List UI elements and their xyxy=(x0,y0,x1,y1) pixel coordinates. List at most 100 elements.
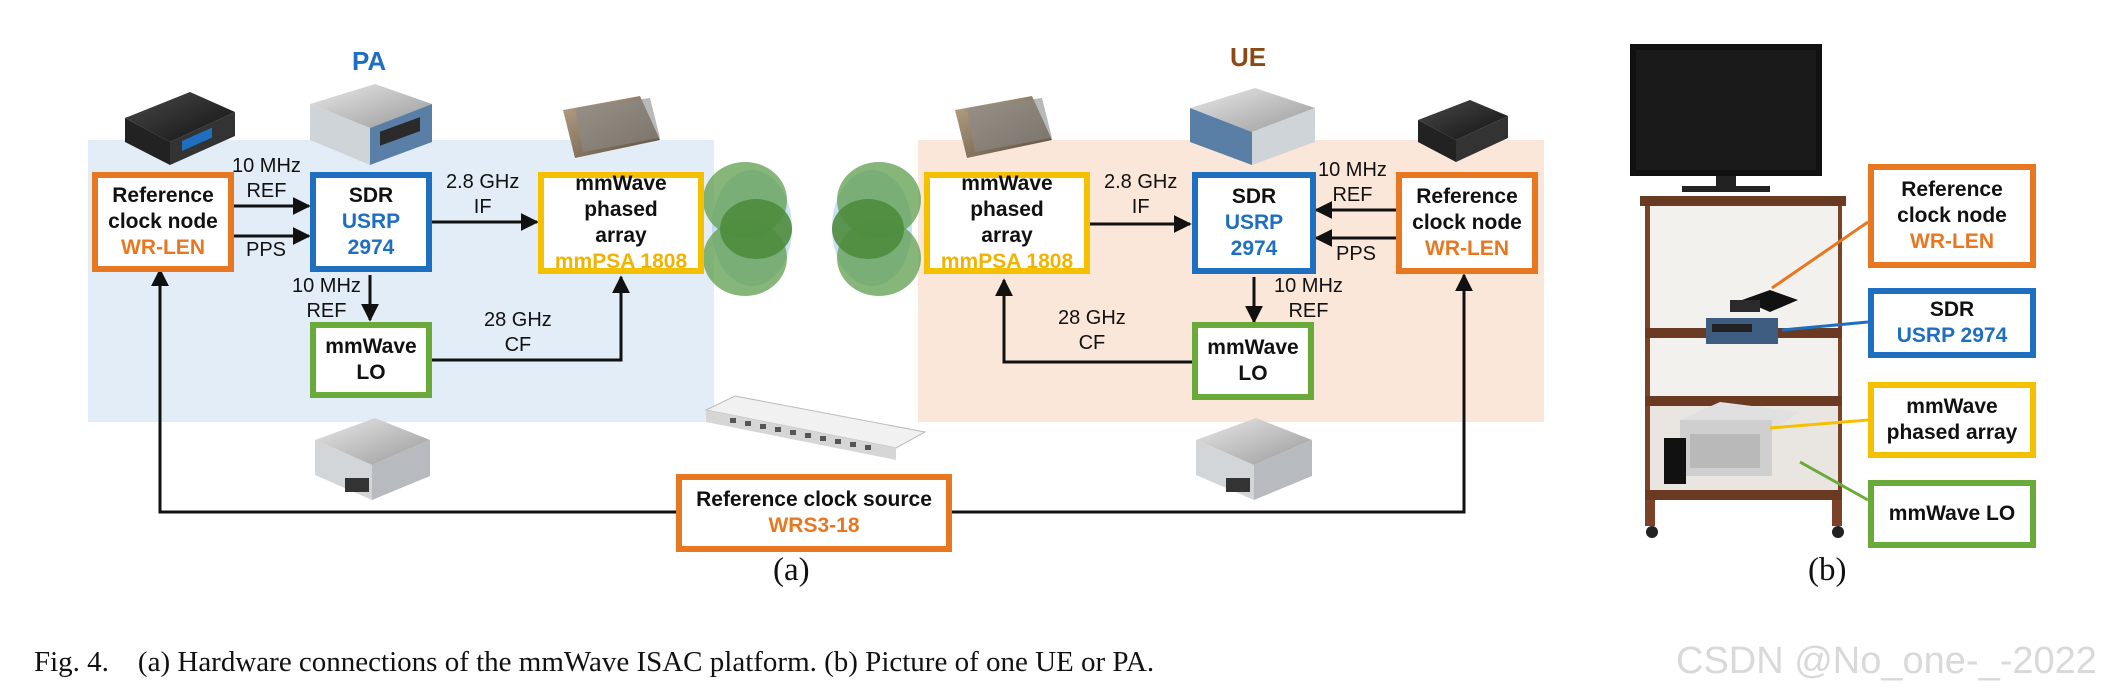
source-to-ue-arrow xyxy=(951,273,1473,514)
pa-if-label: 2.8 GHz IF xyxy=(446,170,519,220)
ue-ref-label: 10 MHz REF xyxy=(1318,158,1387,208)
beam-lobes-left xyxy=(703,162,792,296)
b-phased-line1: mmWave xyxy=(1906,395,1998,418)
pointer-ref-node xyxy=(1771,220,1869,290)
reference-clock-source: Reference clock source WRS3-18 xyxy=(676,474,952,552)
source-line1: Reference clock source xyxy=(696,488,932,511)
pa-lo-photo xyxy=(315,418,430,500)
pa-cf-label-line1: 28 GHz xyxy=(484,309,552,331)
pa-phased-photo xyxy=(563,96,660,158)
pa-title: PA xyxy=(352,46,387,76)
pa-ref-label: 10 MHz REF xyxy=(232,154,301,204)
pa-sdr-photo xyxy=(310,84,432,165)
pa-phased-array: mmWave phased array mmPSA 1808 xyxy=(538,172,704,274)
pa-connections xyxy=(232,197,630,362)
pa-mmwave-lo: mmWave LO xyxy=(310,322,432,398)
pa-lo-line1: mmWave xyxy=(325,335,417,358)
ue-phased-line2: phased xyxy=(970,198,1044,221)
ue-title: UE xyxy=(1230,42,1267,72)
b-reference-clock-node: Reference clock node WR-LEN xyxy=(1868,164,2036,268)
pa-lo-ref-label-line1: 10 MHz xyxy=(292,275,361,297)
ue-sdr-line1: SDR xyxy=(1231,185,1277,208)
b-sdr: SDR USRP 2974 xyxy=(1868,288,2036,358)
pointer-sdr xyxy=(1781,320,1869,332)
ue-connections xyxy=(995,201,1396,364)
ue-reference-clock-node: Reference clock node WR-LEN xyxy=(1396,172,1538,274)
pa-phased-line1: mmWave xyxy=(575,172,667,195)
pa-if-label-line1: 2.8 GHz xyxy=(446,171,520,193)
b-ref-node-line3: WR-LEN xyxy=(1910,230,1994,253)
ue-if-label: 2.8 GHz IF xyxy=(1104,170,1177,220)
wrs-switch-photo xyxy=(704,395,927,460)
pa-phased-line3: array xyxy=(595,224,647,247)
ue-phased-array: mmWave phased array mmPSA 1808 xyxy=(924,172,1090,274)
watermark: CSDN @No_one-_-2022 xyxy=(1676,640,2097,682)
panel-b-label: (b) xyxy=(1808,552,1847,588)
pa-cf-label-line2: CF xyxy=(504,334,532,356)
ue-ref-label-line1: 10 MHz xyxy=(1318,159,1387,181)
pa-sdr-line3: 2974 xyxy=(347,236,395,259)
pa-sdr-line1: SDR xyxy=(348,184,394,207)
source-connections xyxy=(151,268,1473,514)
pa-sdr: SDR USRP 2974 xyxy=(310,172,432,272)
panel-a-label: (a) xyxy=(773,552,810,588)
ue-ref-node-line2: clock node xyxy=(1412,211,1522,234)
pa-ref-node-line3: WR-LEN xyxy=(121,236,205,259)
ue-phased-line4: mmPSA 1808 xyxy=(940,250,1074,273)
ue-phased-photo xyxy=(955,96,1052,158)
ue-cf-label-line1: 28 GHz xyxy=(1058,307,1126,329)
b-phased-line2: phased array xyxy=(1886,421,2018,444)
pa-if-label-line2: IF xyxy=(473,196,492,218)
b-sdr-line2: USRP 2974 xyxy=(1896,324,2008,347)
pointer-lo xyxy=(1799,460,1869,502)
b-lo-line1: mmWave LO xyxy=(1888,502,2016,525)
ue-lo-photo xyxy=(1196,418,1312,500)
ue-lo-ref-label: 10 MHz REF xyxy=(1274,274,1343,324)
pa-ref-label-line2: REF xyxy=(246,180,287,202)
source-line2: WRS3-18 xyxy=(768,514,860,537)
b-ref-node-line2: clock node xyxy=(1897,204,2007,227)
ue-sdr-photo xyxy=(1190,88,1315,165)
pa-ref-node-line2: clock node xyxy=(108,210,218,233)
pa-reference-clock-node: Reference clock node WR-LEN xyxy=(92,172,234,272)
ue-ref-node-line1: Reference xyxy=(1416,185,1518,208)
pa-phased-line2: phased xyxy=(584,198,658,221)
ue-ref-label-line2: REF xyxy=(1332,184,1373,206)
ue-lo-ref-label-line1: 10 MHz xyxy=(1274,275,1343,297)
ue-ref-node-line3: WR-LEN xyxy=(1425,237,1509,260)
ue-if-label-line1: 2.8 GHz xyxy=(1104,171,1178,193)
pa-ref-label-line1: 10 MHz xyxy=(232,155,301,177)
beam-lobes-right xyxy=(832,162,921,296)
pa-sdr-line2: USRP xyxy=(341,210,401,233)
pa-phased-line4: mmPSA 1808 xyxy=(554,250,688,273)
ue-lo-ref-label-line2: REF xyxy=(1288,300,1329,322)
b-mmwave-lo: mmWave LO xyxy=(1868,480,2036,548)
ue-lo-line1: mmWave xyxy=(1207,336,1299,359)
ue-phased-line3: array xyxy=(981,224,1033,247)
ue-if-label-line2: IF xyxy=(1131,196,1150,218)
ue-cf-label-line2: CF xyxy=(1078,332,1106,354)
b-sdr-line1: SDR xyxy=(1929,298,1975,321)
ue-pps-label: PPS xyxy=(1336,243,1377,265)
figure-caption: Fig. 4. (a) Hardware connections of the … xyxy=(34,646,1155,678)
pa-cf-label: 28 GHz CF xyxy=(484,308,552,358)
pa-lo-ref-label-line2: REF xyxy=(306,300,347,322)
ue-mmwave-lo: mmWave LO xyxy=(1192,322,1314,400)
pa-lo-line2: LO xyxy=(356,361,386,384)
stand-photo xyxy=(1630,44,1846,538)
pa-wrlen-photo xyxy=(125,92,235,165)
pa-pps-label: PPS xyxy=(246,239,287,261)
source-to-pa-arrow xyxy=(151,268,676,514)
ue-sdr-line2: USRP xyxy=(1224,211,1284,234)
pointer-phased xyxy=(1769,418,1869,430)
ue-wrlen-photo xyxy=(1418,100,1508,162)
ue-cf-arrow xyxy=(995,278,1192,364)
ue-cf-label: 28 GHz CF xyxy=(1058,306,1126,356)
ue-sdr: SDR USRP 2974 xyxy=(1192,172,1316,274)
b-ref-node-line1: Reference xyxy=(1901,178,2003,201)
b-phased-array: mmWave phased array xyxy=(1868,382,2036,458)
ue-sdr-line3: 2974 xyxy=(1230,237,1278,260)
ue-phased-line1: mmWave xyxy=(961,172,1053,195)
pa-lo-ref-label: 10 MHz REF xyxy=(292,274,361,324)
pa-cf-arrow xyxy=(429,275,630,362)
